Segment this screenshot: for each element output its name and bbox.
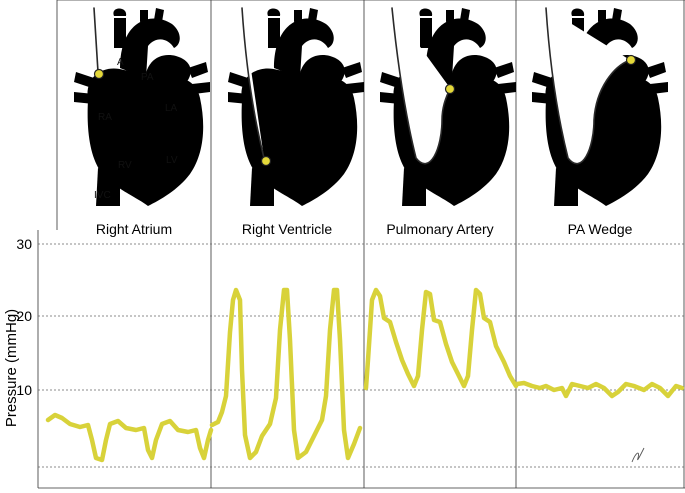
label-la: LA — [165, 103, 178, 114]
label-pa: PA — [141, 72, 154, 83]
panel-label-pa-wedge: PA Wedge — [568, 221, 633, 237]
waveform-right-atrium — [45, 412, 214, 463]
heart-diagram-pulmonary-artery — [380, 7, 516, 206]
waveform-pulmonary-artery — [363, 287, 519, 391]
catheter-tip-icon — [444, 83, 456, 95]
panel-label-right-ventricle: Right Ventricle — [242, 221, 332, 237]
pressure-waveforms — [45, 287, 685, 463]
label-rv: RV — [118, 160, 132, 171]
catheter-tip-icon — [260, 155, 272, 167]
ytick-20: 20 — [16, 308, 32, 324]
pressure-grid — [38, 243, 684, 468]
label-ivc: IVC — [94, 190, 111, 201]
panel-label-pulmonary-artery: Pulmonary Artery — [386, 221, 493, 237]
catheter-line — [545, 7, 631, 165]
heart-diagram-right-ventricle — [228, 7, 364, 206]
waveform-pa-wedge — [514, 380, 685, 399]
heart-diagram-right-atrium: A PA RA LA RV LV IVC — [74, 7, 210, 206]
waveform-right-ventricle — [209, 287, 363, 461]
heart-diagram-pa-wedge — [532, 7, 668, 206]
label-aorta: A — [117, 57, 124, 68]
ytick-10: 10 — [16, 382, 32, 398]
panel-label-right-atrium: Right Atrium — [96, 221, 172, 237]
label-ra: RA — [98, 112, 112, 123]
catheter-tip-icon — [93, 68, 105, 80]
catheter-line — [391, 7, 451, 165]
ytick-30: 30 — [16, 236, 32, 252]
catheter-line — [241, 7, 265, 159]
y-axis-title: Pressure (mmHg) — [3, 309, 20, 427]
catheter-line — [93, 7, 99, 73]
label-lv: LV — [166, 155, 178, 166]
signature-scribble-icon — [631, 447, 645, 463]
catheter-tip-icon — [625, 54, 637, 66]
